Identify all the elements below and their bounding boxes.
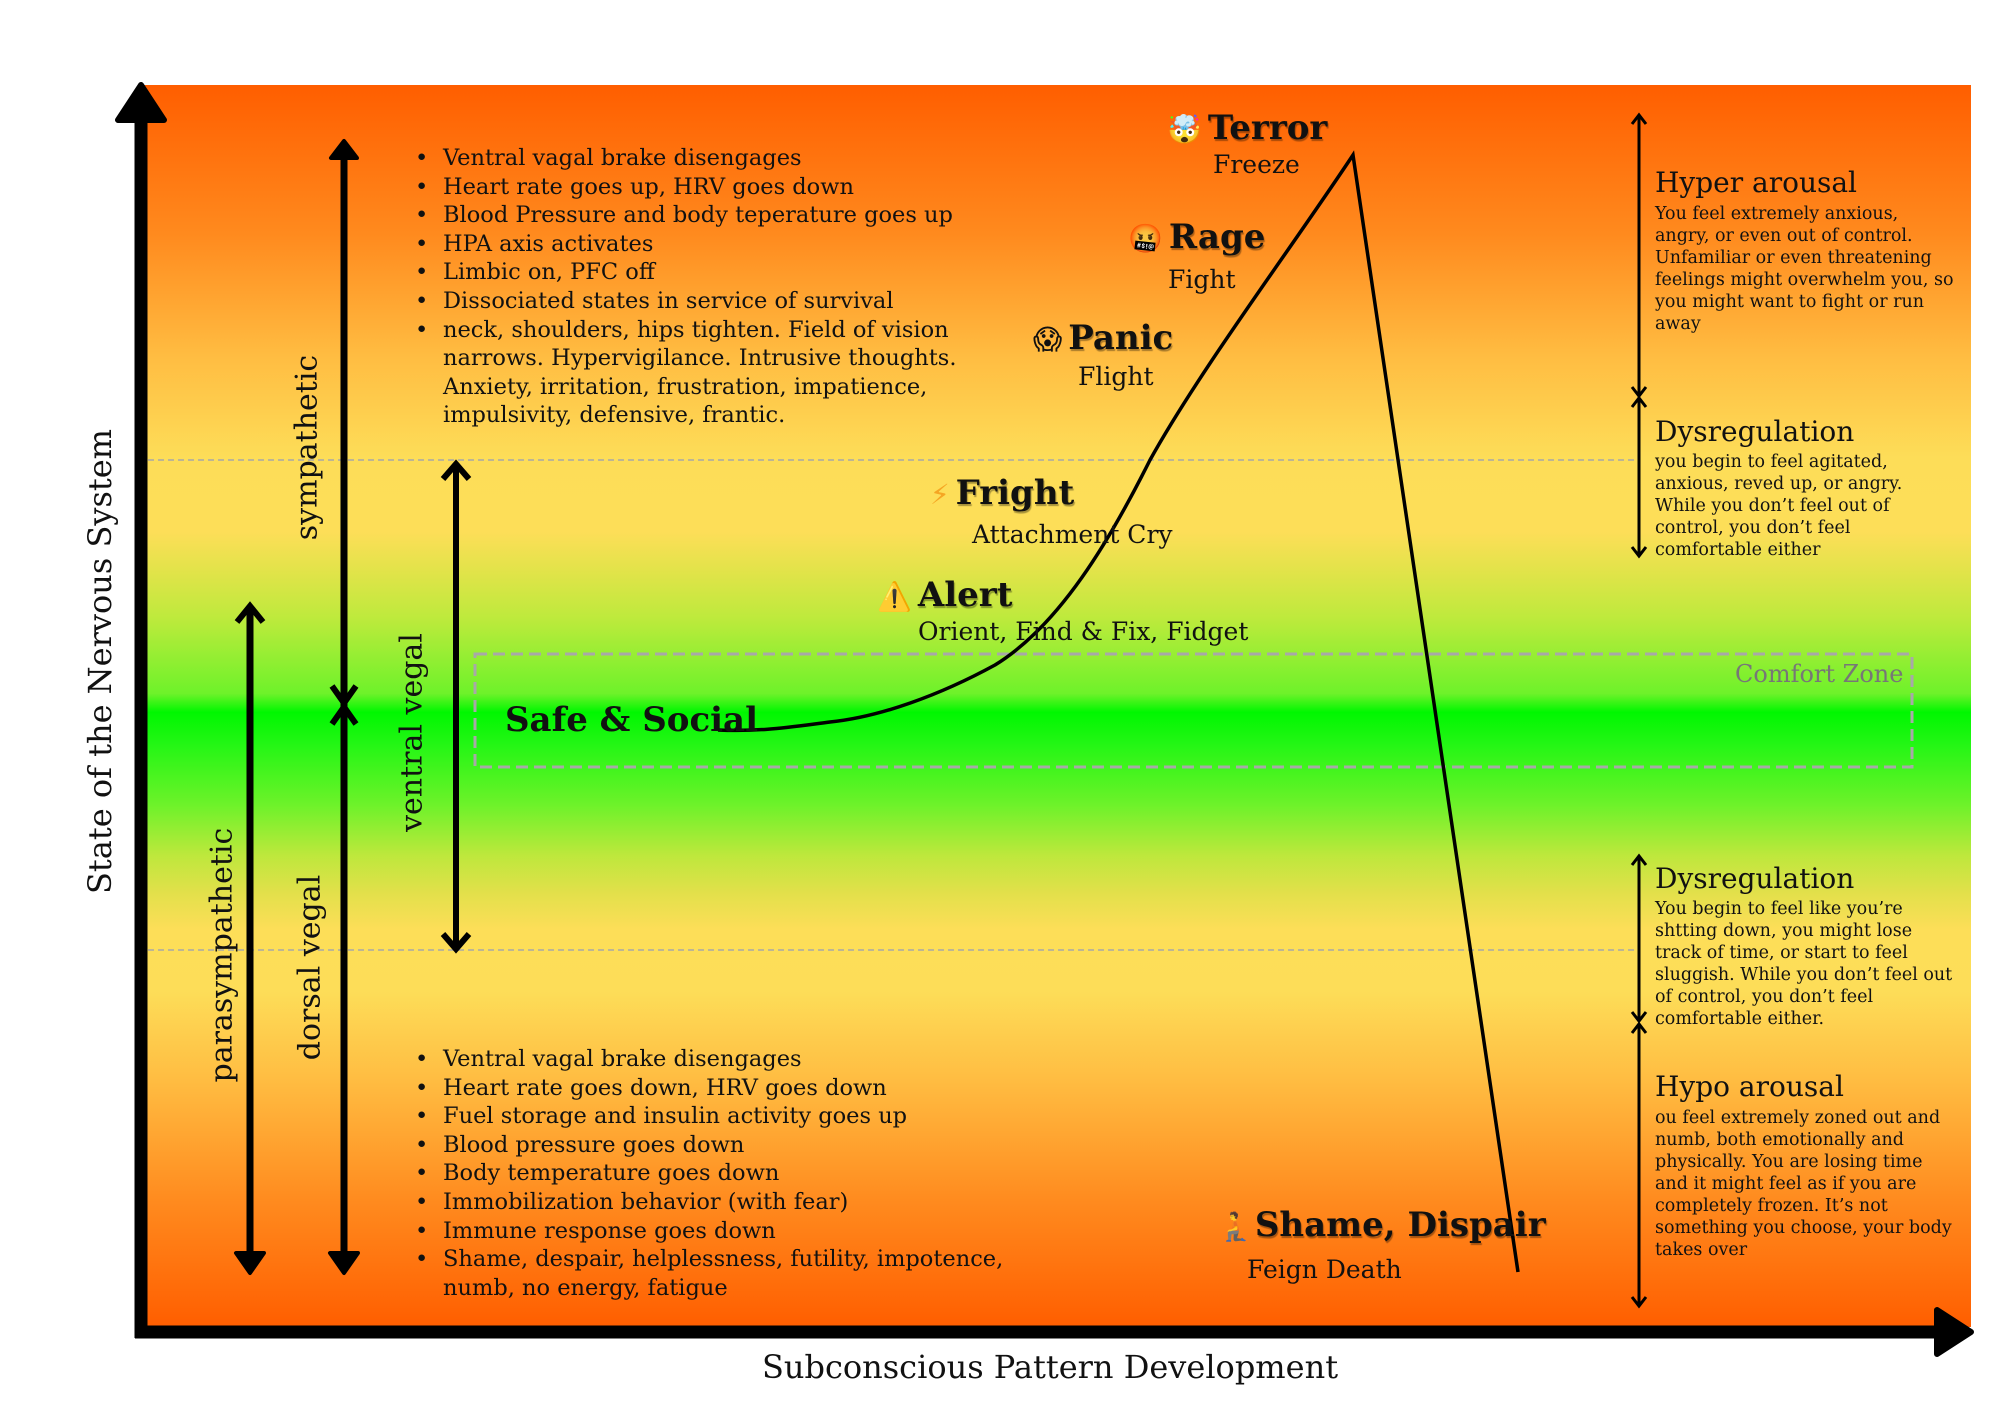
- sympathetic-effect: neck, shoulders, hips tighten. Field of …: [415, 316, 963, 430]
- dorsal-arrow-head-down: [328, 1251, 360, 1275]
- zone-hypo-arousal-title: Hypo arousal: [1655, 1070, 1844, 1103]
- dorsal-effect: Immune response goes down: [415, 1217, 1013, 1246]
- state-terror: 🤯Terror: [1167, 108, 1328, 148]
- dysregulation-upper-arrow-head-down: [1630, 546, 1648, 559]
- sympathetic-effect: Blood Pressure and body teperature goes …: [415, 201, 963, 230]
- dysregulation-upper-arrow-head-up: [1630, 395, 1648, 408]
- hyper-arousal-arrow-head-up: [1630, 112, 1648, 125]
- x-axis-title: Subconscious Pattern Development: [761, 1348, 1339, 1386]
- state-panic: 😱Panic: [1033, 318, 1174, 358]
- zone-dysregulation-lower-title: Dysregulation: [1655, 862, 1855, 895]
- parasympathetic-arrow-head-up: [234, 601, 266, 624]
- dorsal-effect: Heart rate goes down, HRV goes down: [415, 1074, 1013, 1103]
- ventral-vegal-label: ventral vegal: [394, 633, 430, 832]
- zone-hypo-arousal-text: ou feel extremely zoned out and numb, bo…: [1655, 1108, 1952, 1260]
- sympathetic-effect: HPA axis activates: [415, 230, 963, 259]
- hypo-arousal-arrow-head-up: [1630, 1021, 1648, 1034]
- dorsal-arrow-head-up: [329, 701, 359, 726]
- sympathetic-effects-list: Ventral vagal brake disengages Heart rat…: [413, 144, 963, 430]
- state-fright: ⚡Fright: [930, 473, 1075, 513]
- dorsal-effects-list: Ventral vagal brake disengages Heart rat…: [413, 1045, 1013, 1302]
- dysregulation-lower-arrow-head-up: [1630, 853, 1648, 866]
- state-alert-subtitle: Orient, Find & Fix, Fidget: [918, 617, 1249, 646]
- warning-icon: ⚠️: [877, 580, 912, 613]
- y-axis-arrowhead: [115, 82, 167, 123]
- state-shame-dispair: 🧎Shame, Dispair: [1218, 1205, 1546, 1245]
- sympathetic-effect: Ventral vagal brake disengages: [415, 144, 963, 173]
- comfort-zone-label: Comfort Zone: [1735, 660, 1904, 688]
- dorsal-effect: Ventral vagal brake disengages: [415, 1045, 1013, 1074]
- sympathetic-label: sympathetic: [289, 354, 325, 541]
- state-safe-social: Safe & Social: [505, 700, 759, 740]
- zone-dysregulation-lower-text: You begin to feel like you’re shtting do…: [1655, 899, 1953, 1029]
- response-curve: [717, 150, 1520, 1273]
- zone-hyper-arousal-text: You feel extremely anxious, angry, or ev…: [1655, 204, 1954, 334]
- zone-dysregulation-upper-text: you begin to feel agitated, anxious, rev…: [1655, 452, 1903, 560]
- x-axis-arrowhead: [1934, 1307, 1974, 1357]
- dorsal-effect: Blood pressure goes down: [415, 1131, 1013, 1160]
- state-fright-subtitle: Attachment Cry: [972, 520, 1173, 549]
- kneeling-person-icon: 🧎: [1218, 1210, 1253, 1243]
- screaming-face-icon: 😱: [1033, 323, 1063, 356]
- ventral-arrow-head-up: [440, 459, 472, 481]
- ventral-arrow-head-down: [440, 932, 472, 954]
- dorsal-effect: Fuel storage and insulin activity goes u…: [415, 1102, 1013, 1131]
- dorsal-effect: Body temperature goes down: [415, 1159, 1013, 1188]
- sympathetic-effect: Heart rate goes up, HRV goes down: [415, 173, 963, 202]
- state-alert: ⚠️Alert: [877, 575, 1013, 615]
- state-shame-subtitle: Feign Death: [1247, 1255, 1402, 1284]
- zone-hyper-arousal-title: Hyper arousal: [1655, 166, 1858, 199]
- state-terror-subtitle: Freeze: [1213, 150, 1300, 179]
- parasympathetic-label: parasympathetic: [204, 827, 240, 1083]
- dorsal-effect: Shame, despair, helplessness, futility, …: [415, 1245, 1013, 1302]
- dysregulation-lower-arrow-head-down: [1630, 1011, 1648, 1024]
- sympathetic-arrow-head-up: [329, 139, 359, 160]
- zone-dysregulation-upper-title: Dysregulation: [1655, 415, 1855, 448]
- sympathetic-effect: Dissociated states in service of surviva…: [415, 287, 963, 316]
- dorsal-vegal-label: dorsal vegal: [292, 874, 328, 1061]
- state-rage: 🤬Rage: [1128, 217, 1266, 257]
- y-axis-title: State of the Nervous System: [81, 428, 119, 894]
- sympathetic-effect: Limbic on, PFC off: [415, 258, 963, 287]
- cursing-face-icon: 🤬: [1128, 222, 1163, 255]
- exploding-head-icon: 🤯: [1167, 113, 1202, 146]
- hypo-arousal-arrow-head-down: [1630, 1296, 1648, 1309]
- state-panic-subtitle: Flight: [1078, 362, 1154, 391]
- lightning-icon: ⚡: [930, 478, 950, 511]
- parasympathetic-arrow-head-down: [234, 1251, 266, 1275]
- comfort-zone-box: [473, 652, 1914, 769]
- state-rage-subtitle: Fight: [1168, 265, 1236, 294]
- dorsal-effect: Immobilization behavior (with fear): [415, 1188, 1013, 1217]
